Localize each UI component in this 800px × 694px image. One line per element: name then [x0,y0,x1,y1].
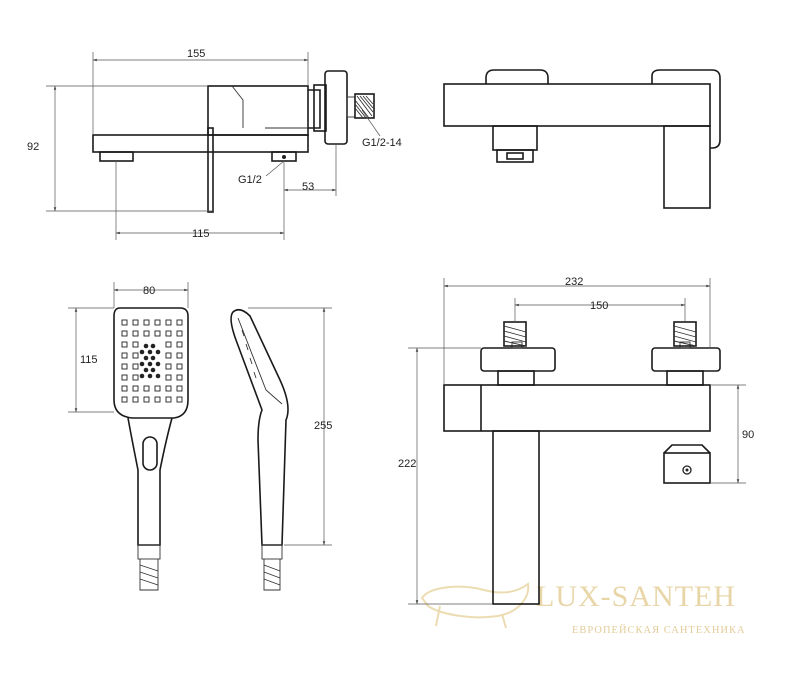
top-body [443,83,711,127]
spout-body [92,134,309,153]
shower-button [142,436,158,471]
watermark: LUX-SANTEH ЕВРОПЕЙСКАЯ САНТЕХНИКА [420,580,746,636]
dim-offset-53: 53 [302,181,314,193]
shower-side-body [230,308,289,546]
top-plate [663,125,711,209]
dim-width-155: 155 [187,48,205,60]
dim-centers-150: 150 [590,300,608,312]
dim-head-80: 80 [143,285,155,297]
center-nozzles [139,343,161,379]
hand-shower-side: 255 [230,307,332,591]
dim-offset-115: 115 [192,228,210,240]
dim-head-115: 115 [80,354,98,366]
watermark-tagline: ЕВРОПЕЙСКАЯ САНТЕХНИКА [572,624,746,636]
nozzle-grid [121,319,183,403]
front-view: 232 150 222 90 [398,276,754,605]
dim-height-92: 92 [27,141,39,153]
label-g12: G1/2 [238,174,262,186]
right-cover [651,347,721,372]
eccentric-cover [324,70,348,145]
side-view: 155 92 115 53 G1/2 G1/2-14 [27,48,402,240]
threaded-inlet [354,93,375,119]
aerator [99,151,134,162]
dim-height-222: 222 [398,458,416,470]
watermark-brand: LUX-SANTEH [536,580,736,613]
mounting-plate [207,127,214,213]
top-view [443,69,721,209]
front-body [443,384,711,432]
top-nozzle [492,125,538,151]
front-spout [492,430,540,605]
label-g12-14: G1/2-14 [362,137,402,149]
dim-length-255: 255 [314,420,332,432]
mixer-body [207,85,309,136]
left-cover [480,347,556,372]
hand-shower-front: 80 115 [68,282,189,591]
dim-height-90: 90 [742,429,754,441]
dim-width-232: 232 [565,276,583,288]
shower-head [113,307,189,419]
front-outlet [663,452,711,484]
